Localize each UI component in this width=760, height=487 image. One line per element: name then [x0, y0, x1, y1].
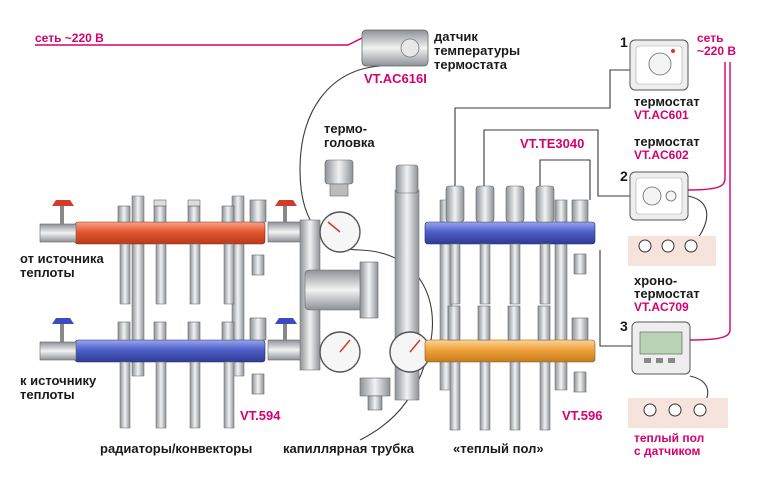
left-return-ball-valve — [39, 318, 77, 361]
return-pressure-gauge-icon — [319, 331, 361, 373]
mains-label-right-line2: ~220 В — [697, 44, 736, 58]
thermostatic-head-icon — [324, 159, 354, 197]
mains-label-left: сеть ~220 В — [35, 31, 104, 45]
mixing-unit — [299, 159, 431, 411]
chrono-label-line2: термостат — [634, 286, 700, 301]
thermostat-1-code: VT.AC601 — [634, 108, 689, 122]
temperature-sensor-icon — [361, 29, 429, 67]
chrono-label-line1: хроно- — [634, 273, 677, 288]
right-supply-bar — [424, 221, 596, 245]
floor-sensor-label-line2: с датчиком — [634, 444, 701, 458]
mid-return-ball-valve — [267, 318, 303, 361]
circulation-pump-icon — [304, 261, 379, 319]
position-number-3: 3 — [620, 318, 628, 334]
chrono-code: VT.AC709 — [634, 300, 689, 314]
right-manifold — [424, 185, 596, 431]
left-supply-valves — [117, 199, 235, 223]
programmable-thermostat-icon — [631, 321, 691, 375]
left-return-outlets — [119, 361, 235, 429]
mains-wire-left — [35, 37, 363, 46]
floor-gauge-icon — [389, 331, 431, 373]
floor-slab-2 — [628, 398, 728, 428]
sensor-caption-line2: температуры — [434, 43, 520, 58]
supply-pressure-gauge-icon — [319, 211, 361, 253]
left-manifold — [39, 195, 303, 429]
thermohead-label-line2: головка — [324, 135, 375, 150]
right-return-bar — [424, 339, 596, 363]
position-number-1: 1 — [620, 34, 628, 50]
right-manifold-code: VT.596 — [562, 408, 602, 423]
electrothermal-actuators — [445, 185, 555, 223]
left-return-valves — [117, 321, 235, 341]
right-outlets — [449, 243, 551, 431]
dial-thermostat-icon — [629, 171, 689, 221]
left-return-bar — [74, 339, 266, 363]
left-supply-bar — [74, 221, 266, 245]
thermostat-wires — [454, 69, 709, 411]
left-supply-ball-valve — [39, 200, 77, 243]
thermostat-1-name: термостат — [634, 94, 700, 109]
return-label-line2: теплоты — [20, 387, 75, 402]
mains-wire-right — [687, 62, 731, 341]
thermohead-label-line1: термо- — [324, 121, 367, 136]
floor-slab-1 — [628, 236, 716, 266]
sensor-caption-line1: датчик — [434, 29, 478, 44]
flowmeters — [447, 305, 551, 341]
analog-thermostat-icon — [629, 39, 689, 91]
thermostat-2-code: VT.AC602 — [634, 148, 689, 162]
return-label-line1: к источнику — [20, 373, 97, 388]
mid-supply-ball-valve — [267, 200, 303, 243]
capillary-label: капиллярная трубка — [283, 441, 415, 456]
left-manifold-code: VT.594 — [240, 408, 281, 423]
sensor-caption-line3: термостата — [434, 57, 508, 72]
mains-label-right-line1: сеть — [697, 31, 723, 45]
floor-sensor-label-line1: теплый пол — [634, 431, 704, 445]
position-number-2: 2 — [620, 168, 628, 184]
supply-label-line1: от источника — [20, 251, 105, 266]
thermostat-2-name: термостат — [634, 134, 700, 149]
radiators-label: радиаторы/конвекторы — [100, 441, 252, 456]
left-supply-outlets — [119, 243, 235, 305]
sensor-code: VT.AC616I — [364, 71, 427, 86]
actuator-code: VT.TE3040 — [520, 136, 584, 151]
floor-heating-label: «теплый пол» — [453, 441, 544, 456]
supply-label-line2: теплоты — [20, 265, 75, 280]
